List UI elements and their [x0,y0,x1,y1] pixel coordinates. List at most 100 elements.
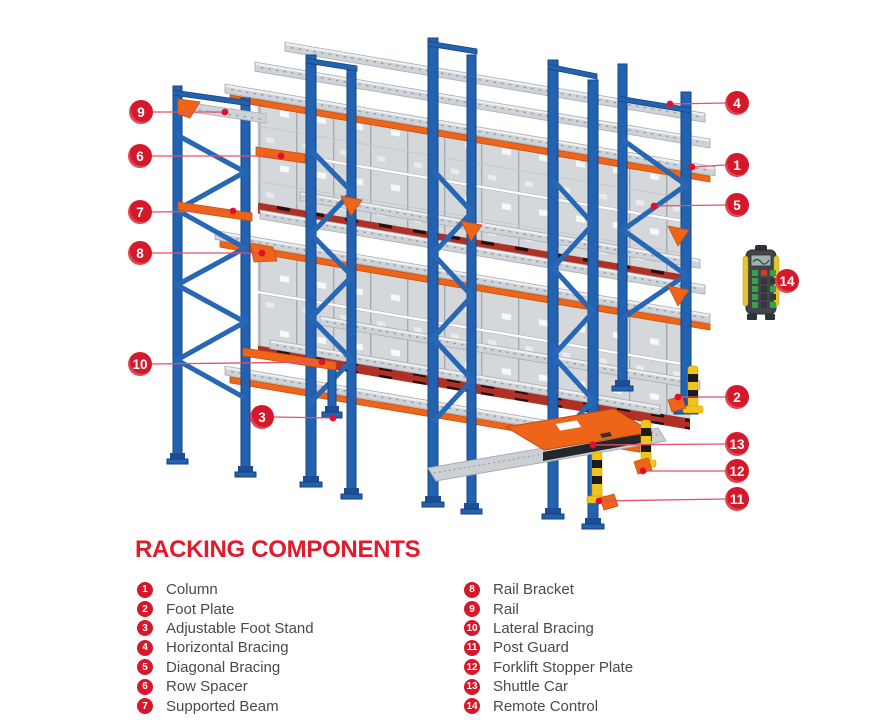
racking-illustration [151,37,780,530]
callout-badge-3: 3 [250,405,274,429]
column [305,54,317,479]
post-guard [667,365,704,414]
target-dot-5 [650,202,658,210]
legend-item-adjustable-foot-stand: 3 Adjustable Foot Stand [137,619,314,638]
foot-plate [299,481,323,488]
foot-plates [166,380,699,530]
legend-item-label: Horizontal Bracing [166,639,289,657]
legend-item-remote-control: 14 Remote Control [464,696,633,715]
foot-plate [541,513,565,520]
target-dot-9 [221,108,229,116]
column [240,97,251,469]
shuttle-car [427,408,667,482]
post-guards [586,365,704,511]
target-dot-6 [277,152,285,160]
legend-item-supported-beam: 7 Supported Beam [137,696,314,715]
legend-number-badge: 4 [137,639,153,656]
callout-badge-12: 12 [725,459,749,483]
legend-number-badge: 7 [137,698,153,715]
target-dot-4 [666,100,674,108]
target-dot-3 [329,414,337,422]
callout-badge-2: 2 [725,385,749,409]
leader-line-1 [691,164,726,168]
legend-number-badge: 10 [464,620,480,637]
remote-buttons [752,270,776,308]
legend-number-badge: 13 [464,678,480,695]
target-dot-13 [589,441,597,449]
legend-item-foot-plate: 2 Foot Plate [137,599,314,618]
target-dot-11 [595,497,603,505]
legend-item-column: 1 Column [137,580,314,599]
legend-item-post-guard: 11 Post Guard [464,638,633,657]
leader-line-3 [273,416,334,419]
legend-item-horizontal-bracing: 4 Horizontal Bracing [137,638,314,657]
rail-bracket [667,285,690,307]
legend-item-label: Lateral Bracing [493,619,594,637]
leader-line-13 [592,443,726,446]
target-dot-10 [318,358,326,366]
horizontal-bracing [427,40,478,55]
leader-line-7 [151,210,234,213]
leader-line-11 [598,498,726,502]
diagonal-bracing [171,132,251,401]
callout-badge-14: 14 [775,269,799,293]
lateral-bracing [242,347,337,371]
callout-badge-13: 13 [725,432,749,456]
column [327,367,337,409]
callout-badge-9: 9 [129,100,153,124]
legend-item-diagonal-bracing: 5 Diagonal Bracing [137,658,314,677]
leader-line-5 [653,204,726,207]
foot-plate [340,493,363,500]
callout-badge-11: 11 [725,487,749,511]
diagonal-bracing [549,178,597,446]
diagonal-bracing [307,148,356,404]
column [172,85,183,456]
column [427,37,439,499]
legend-item-label: Rail Bracket [493,581,574,599]
legend-item-label: Row Spacer [166,678,248,696]
remote-control-device [742,245,780,320]
foot-plate [460,508,483,515]
legend-item-shuttle-car: 13 Shuttle Car [464,677,633,696]
legend-item-label: Post Guard [493,639,569,657]
legend-title: RACKING COMPONENTS [135,536,421,563]
legend-number-badge: 6 [137,678,153,695]
diagonal-bracing [618,137,691,321]
target-dot-8 [258,249,266,257]
callout-badge-5: 5 [725,193,749,217]
legend-column-left: 1 Column 2 Foot Plate 3 Adjustable Foot … [137,580,314,716]
legend-item-label: Supported Beam [166,697,279,715]
legend-number-badge: 3 [137,620,153,637]
legend-item-label: Remote Control [493,697,599,715]
callout-badge-6: 6 [128,144,152,168]
diagonal-bracing [429,168,476,424]
callout-badge-8: 8 [128,241,152,265]
callout-badge-10: 10 [128,352,152,376]
legend-item-rail: 9 Rail [464,599,633,618]
legend-number-badge: 8 [464,581,480,598]
legend-item-label: Shuttle Car [493,678,569,696]
horizontal-bracing [305,57,358,72]
foot-plate [421,501,445,508]
legend-item-row-spacer: 6 Row Spacer [137,677,314,696]
target-dot-7 [229,207,237,215]
foot-plate [581,523,605,530]
rail-bracket [667,225,690,247]
rail-bracket [460,220,483,242]
legend-item-label: Forklift Stopper Plate [493,658,634,676]
column [466,54,477,506]
column [680,91,692,401]
leader-line-10 [151,361,323,365]
forklift-stopper-plate [633,457,653,475]
callout-badge-7: 7 [128,200,152,224]
foot-plate [166,458,189,465]
legend-number-badge: 14 [464,698,480,715]
rail-bracket [340,195,363,217]
horizontal-bracing [547,63,598,80]
horizontal-bracing [172,89,251,107]
legend-item-forklift-stopper-plate: 12 Forklift Stopper Plate [464,658,633,677]
foot-plate [611,385,634,392]
legend-item-label: Column [166,581,218,599]
legend-item-label: Rail [493,600,519,618]
